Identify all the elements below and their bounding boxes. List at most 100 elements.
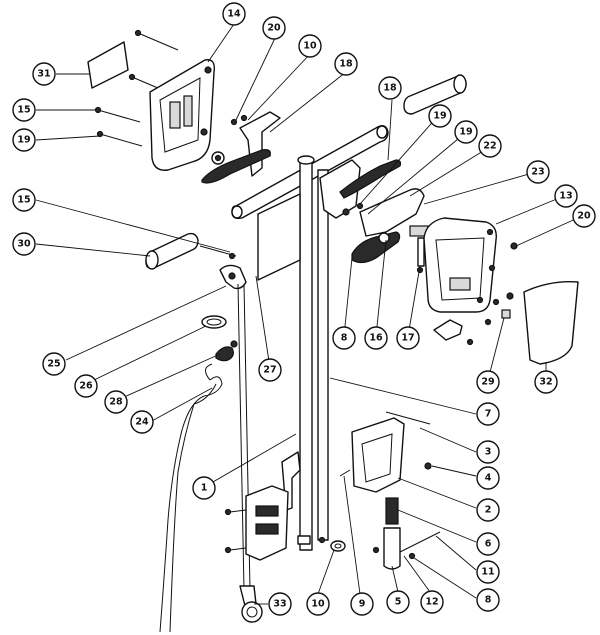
- svg-text:13: 13: [559, 191, 572, 202]
- callout-28: 28: [104, 390, 128, 414]
- right-lower-bits: [433, 242, 518, 346]
- svg-text:30: 30: [17, 239, 31, 250]
- roller: [145, 232, 237, 270]
- callout-15-upper: 15: [12, 98, 36, 122]
- left-housing-shell: [149, 59, 215, 171]
- base-small-parts: [297, 469, 351, 552]
- svg-text:33: 33: [273, 599, 286, 610]
- callout-14-top: 14: [222, 2, 246, 26]
- svg-text:20: 20: [577, 211, 591, 222]
- callout-8-upper: 8: [332, 326, 356, 350]
- callout-7: 7: [476, 402, 500, 426]
- callout-6: 6: [476, 532, 500, 556]
- callout-4: 4: [476, 466, 500, 490]
- svg-text:18: 18: [339, 59, 353, 70]
- callout-20-top: 20: [262, 16, 286, 40]
- svg-text:20: 20: [267, 23, 281, 34]
- side-cover: [523, 281, 579, 365]
- hose: [159, 363, 223, 633]
- callout-19-right-a: 19: [428, 104, 452, 128]
- svg-text:24: 24: [135, 417, 149, 428]
- callout-19-left: 19: [12, 128, 36, 152]
- svg-text:11: 11: [481, 567, 494, 578]
- right-center-mechanism: [319, 159, 402, 220]
- callout-32: 32: [534, 370, 558, 394]
- svg-text:7: 7: [485, 409, 492, 420]
- callout-23: 23: [526, 160, 550, 184]
- svg-text:12: 12: [425, 597, 438, 608]
- svg-text:14: 14: [227, 9, 241, 20]
- callout-3: 3: [476, 440, 500, 464]
- svg-text:2: 2: [485, 505, 492, 516]
- callout-29: 29: [476, 370, 500, 394]
- callout-27: 27: [258, 358, 282, 382]
- svg-text:15: 15: [17, 105, 30, 116]
- svg-text:19: 19: [459, 127, 472, 138]
- callout-8-lower: 8: [476, 588, 500, 612]
- callout-15-lower: 15: [12, 188, 36, 212]
- svg-text:8: 8: [485, 595, 492, 606]
- callout-19-right-b: 19: [454, 120, 478, 144]
- svg-text:10: 10: [303, 41, 317, 52]
- lower-bracket: [224, 485, 289, 561]
- callout-18-right: 18: [378, 76, 402, 100]
- callout-30: 30: [12, 232, 36, 256]
- spring: [383, 497, 401, 570]
- svg-text:26: 26: [79, 381, 93, 392]
- svg-text:17: 17: [401, 333, 414, 344]
- callout-33: 33: [268, 592, 292, 616]
- callout-26: 26: [74, 374, 98, 398]
- callout-11: 11: [476, 560, 500, 584]
- screws-upper-left: [94, 29, 179, 147]
- callout-31: 31: [32, 62, 56, 86]
- left-brush-assembly: [201, 111, 281, 184]
- svg-text:22: 22: [483, 141, 496, 152]
- callout-18-top: 18: [334, 52, 358, 76]
- svg-text:1: 1: [201, 483, 208, 494]
- svg-text:8: 8: [341, 333, 348, 344]
- svg-text:28: 28: [109, 397, 123, 408]
- label-plate: [87, 41, 129, 89]
- leader-lines: [35, 23, 583, 605]
- grip-assembly: [351, 411, 432, 493]
- svg-text:16: 16: [369, 333, 383, 344]
- svg-text:19: 19: [17, 135, 30, 146]
- svg-text:6: 6: [485, 539, 492, 550]
- svg-text:32: 32: [539, 377, 552, 388]
- handle-frame: [231, 125, 389, 551]
- callout-16: 16: [364, 326, 388, 350]
- callout-12: 12: [420, 590, 444, 614]
- svg-text:3: 3: [485, 447, 492, 458]
- callout-17: 17: [396, 326, 420, 350]
- callout-25: 25: [42, 352, 66, 376]
- svg-text:9: 9: [359, 599, 366, 610]
- svg-text:19: 19: [433, 111, 446, 122]
- right-housing: [423, 217, 497, 313]
- right-bracket: [351, 188, 425, 264]
- svg-text:27: 27: [263, 365, 276, 376]
- callout-9: 9: [350, 592, 374, 616]
- callout-13: 13: [554, 184, 578, 208]
- svg-text:29: 29: [481, 377, 494, 388]
- hose-clamp-parts: [201, 264, 247, 362]
- callout-5: 5: [386, 590, 410, 614]
- svg-text:31: 31: [37, 69, 50, 80]
- callout-10-top: 10: [298, 34, 322, 58]
- callout-24: 24: [130, 410, 154, 434]
- svg-text:18: 18: [383, 83, 397, 94]
- callout-10-bottom: 10: [306, 592, 330, 616]
- svg-text:10: 10: [311, 599, 325, 610]
- callouts: 14 20 10 18 31 15 19 18 19 19 22 23 13 2…: [12, 2, 596, 616]
- callout-20-right: 20: [572, 204, 596, 228]
- svg-text:5: 5: [395, 597, 402, 608]
- callout-1: 1: [192, 476, 216, 500]
- callout-2: 2: [476, 498, 500, 522]
- callout-22: 22: [478, 134, 502, 158]
- svg-text:15: 15: [17, 195, 30, 206]
- upper-roller: [403, 74, 467, 115]
- pins-lower-right: [372, 531, 441, 560]
- svg-text:23: 23: [531, 167, 544, 178]
- svg-text:4: 4: [485, 473, 492, 484]
- caster-wheel: [239, 585, 263, 623]
